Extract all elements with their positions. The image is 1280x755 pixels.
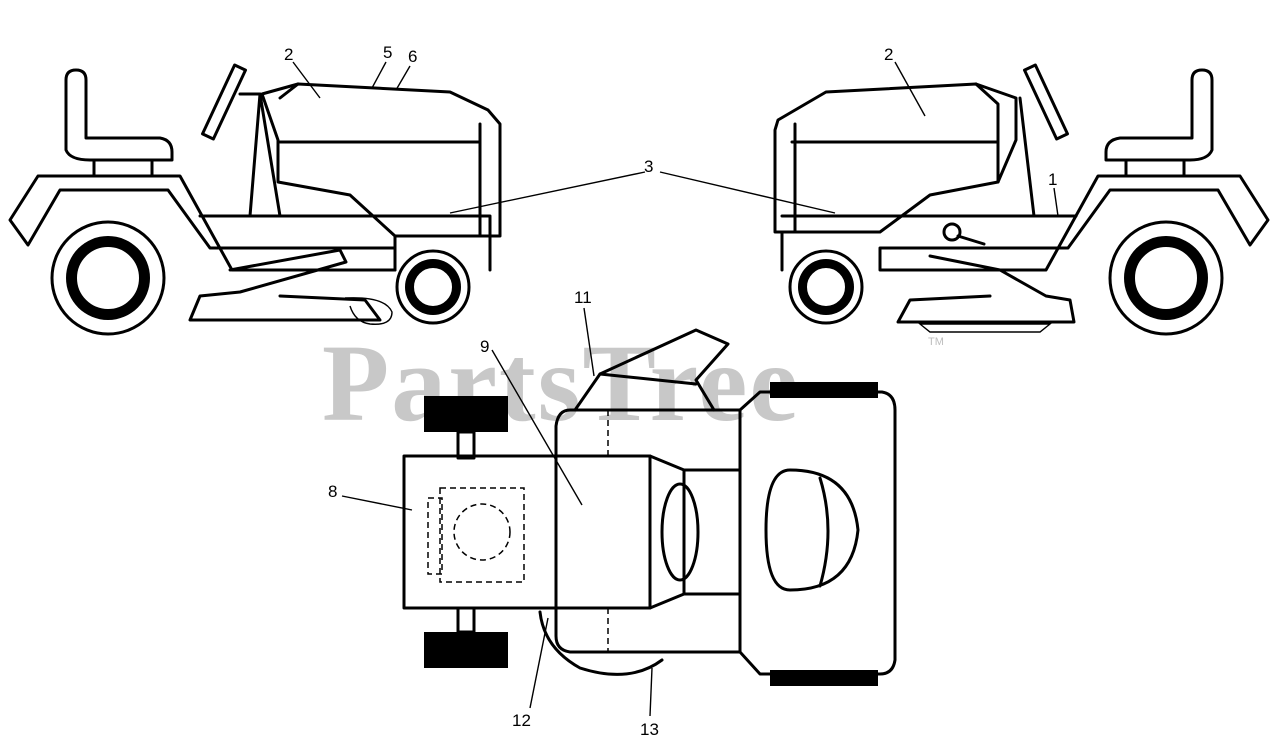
steering-wheel-top [660,482,700,582]
rear-axle-bottom [456,606,476,634]
hood-top [764,468,860,592]
leader-3-right [659,171,836,214]
mower-deck-right [896,254,1076,324]
rear-rim-right [1133,245,1199,311]
seat-back-dashed [427,497,443,575]
steering-wheel-right [1023,63,1069,141]
steering-column-right [1018,96,1036,218]
seat-right [1104,68,1214,162]
front-wheel-right [788,249,864,325]
seat-circle-dashed [453,503,511,561]
leader-2-right [894,61,926,117]
rear-wheel-right [1108,220,1224,336]
rear-rim-left [75,245,141,311]
seat-support-left [92,158,154,178]
callout-2-right: 2 [884,45,893,64]
frame-line-left [198,214,492,272]
leader-2-left [292,61,321,99]
tractor-right-side-view: 2 3 1 [644,45,1270,336]
steering-column-left [238,92,262,218]
leader-3-left [449,171,646,214]
tractor-top-view: 8 9 11 12 13 [328,288,897,739]
lower-curve-top [538,610,664,676]
callout-8: 8 [328,482,337,501]
watermark-text: PartsTree [322,322,800,444]
hood-left [260,82,502,238]
front-rim-right [805,266,847,308]
rear-fender-right [878,174,1270,272]
front-tire-bottom [770,670,878,686]
callout-12: 12 [512,711,531,730]
lever-arm-right [956,234,986,246]
seat-outline-dashed [439,487,525,583]
leader-9 [491,349,583,506]
callout-2-left: 2 [284,45,293,64]
hood-right [773,82,1018,234]
leader-12 [529,617,549,709]
front-rim-left [412,266,454,308]
callout-9: 9 [480,337,489,356]
leader-6 [395,65,411,91]
callout-1: 1 [1048,170,1057,189]
steering-wheel-left [201,63,247,141]
leader-8 [341,495,413,511]
front-wheel-left [395,249,471,325]
rear-tire-top [424,396,508,432]
rear-fender-top [402,454,652,610]
leader-1 [1053,187,1059,217]
callout-13: 13 [640,720,659,739]
mower-deck-top [554,390,897,676]
discharge-chute-top [573,328,730,412]
deck-skirt-right [918,323,1052,333]
rear-fender-left [8,174,397,272]
tractor-left-side-view: 2 5 6 [8,43,646,336]
seat-left [64,68,174,162]
rear-tire-bottom [424,632,508,668]
callout-11: 11 [574,288,592,307]
leader-5 [371,61,387,89]
watermark-trademark: TM [928,336,944,348]
dash-panel-top [648,454,742,610]
mower-deck-left [188,248,382,322]
rear-wheel-left [50,220,166,336]
rear-axle-top [456,430,476,460]
discharge-chute-left [344,297,393,325]
chute-edge-top [598,372,698,386]
callout-6: 6 [408,47,417,66]
hood-contour-top [818,476,830,588]
callout-5: 5 [383,43,392,62]
lever-knob-right [942,222,962,242]
seat-support-right [1124,158,1186,178]
watermark: PartsTree TM [322,322,944,444]
leader-13 [649,667,653,717]
dash-line-right [974,82,1000,184]
hood-front-left [278,82,300,100]
dash-line-left [258,92,282,218]
callout-3: 3 [644,157,653,176]
front-tire-top [770,382,878,398]
leader-11 [583,307,595,377]
